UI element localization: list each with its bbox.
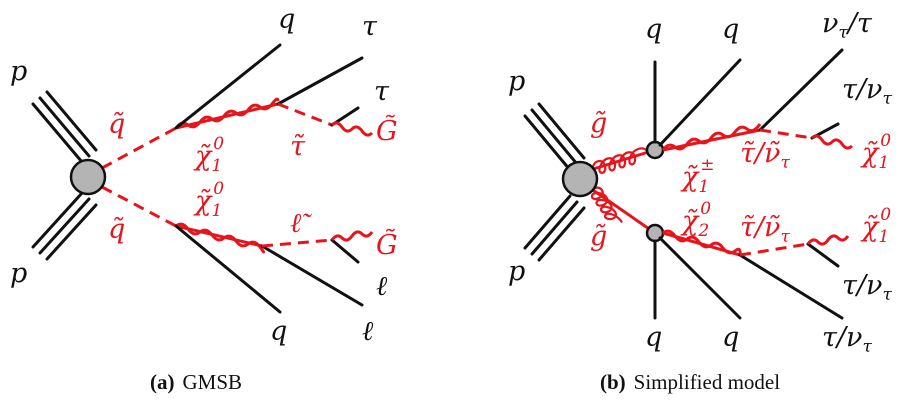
- neutralino2-label: χ̃20: [680, 199, 711, 241]
- neutralino-bottom-line: [175, 222, 266, 254]
- quark-bottom-right-label: q: [722, 322, 739, 353]
- neutralino-bottom-label: χ̃10: [193, 179, 224, 221]
- quark-top-left-label: q: [645, 14, 662, 45]
- tau-1-line: [276, 56, 364, 106]
- lepton-2-label: ℓ: [362, 316, 374, 347]
- quark-top-right-label: q: [722, 14, 739, 45]
- nutau-tau-top-label: ντ/τ: [822, 8, 873, 43]
- quark-bottom-label: q: [270, 316, 287, 347]
- incoming-proton-bottom-lines: [31, 191, 98, 261]
- nutau-tau-top-line: [758, 48, 844, 132]
- incoming-proton-top-lines-b: [523, 102, 586, 172]
- squark-bottom-propagator: [101, 185, 177, 228]
- stau-label: τ̃: [290, 131, 306, 162]
- proton-top-label: p: [10, 56, 27, 87]
- tau-nutau-bottom-1-label: τ/ντ: [842, 270, 892, 305]
- squark-top-label: q̃: [108, 109, 125, 140]
- quark-bottom-line: [174, 224, 282, 314]
- lsp-top-label: χ̃10: [860, 131, 891, 173]
- stau-top-label: τ̃/ν̃τ: [740, 138, 790, 173]
- lepton-1-label: ℓ: [376, 271, 388, 302]
- caption-a: (a)GMSB: [150, 370, 242, 394]
- interaction-vertex-blob: [69, 158, 107, 196]
- gluino-bottom-label: g̃: [590, 221, 607, 252]
- lepton-2-line: [260, 244, 364, 307]
- neutralino-top-line: [174, 97, 280, 130]
- tau-nutau-bottom-1-line: [738, 253, 844, 320]
- lsp-bottom-line: [806, 234, 850, 246]
- lsp-top-line: [810, 134, 854, 150]
- stau-bottom-propagator: [739, 242, 809, 257]
- squark-bottom-label: q̃: [108, 214, 125, 245]
- interaction-vertex-blob-b: [561, 160, 599, 198]
- gluino-bottom-line: [589, 186, 656, 235]
- tau-1-label: τ: [362, 11, 378, 42]
- tau-nutau-top-label: τ/ντ: [842, 74, 892, 109]
- stau-top-propagator: [759, 128, 813, 140]
- tau-2-label: τ: [374, 76, 390, 107]
- neutralino-top-label: χ̃10: [193, 134, 224, 176]
- incoming-proton-bottom-lines-b: [523, 194, 586, 262]
- slepton-propagator: [261, 238, 333, 248]
- quark-bottom-right-line: [658, 236, 742, 320]
- tau-nutau-bottom-2-line: [806, 242, 840, 268]
- panel-a-gmsb: p p q̃ q̃ χ̃10 χ̃10 τ̃ ℓ̃ G̃ G̃ q q τ τ …: [10, 4, 398, 394]
- neutralino2-line: [662, 229, 742, 257]
- quark-top-right-line: [658, 58, 742, 147]
- gravitino-bottom-label: G̃: [376, 228, 398, 261]
- caption-b: (b)Simplified model: [600, 370, 780, 394]
- lsp-bottom-label: χ̃10: [860, 205, 891, 247]
- slepton-label: ℓ̃: [290, 208, 312, 239]
- quark-top-label: q: [278, 4, 295, 35]
- squark-top-propagator: [101, 126, 177, 170]
- chargino-label: χ̃1±: [680, 155, 714, 197]
- quark-top-line: [174, 43, 282, 130]
- tau-nutau-bottom-2-label: τ/ντ: [822, 322, 872, 357]
- proton-top-label-b: p: [508, 66, 525, 97]
- gluino-top-label: g̃: [590, 108, 607, 139]
- gluino-top-line: [589, 147, 656, 174]
- gravitino-top-label: G̃: [376, 114, 398, 147]
- lepton-1-line: [330, 238, 360, 264]
- panel-b-simplified-model: p p g̃ g̃ q q q q χ̃1± χ̃20 τ̃/ν̃τ τ̃/ν̃…: [508, 8, 892, 394]
- gravitino-top-line: [330, 121, 374, 137]
- proton-bottom-label-b: p: [508, 256, 525, 287]
- quark-bottom-left-label: q: [645, 322, 662, 353]
- incoming-proton-top-lines: [31, 90, 98, 164]
- stau-propagator: [277, 102, 333, 127]
- proton-bottom-label: p: [10, 258, 27, 289]
- chargino-line: [661, 123, 762, 152]
- gravitino-bottom-line: [330, 230, 374, 242]
- stau-bottom-label: τ̃/ν̃τ: [740, 212, 790, 247]
